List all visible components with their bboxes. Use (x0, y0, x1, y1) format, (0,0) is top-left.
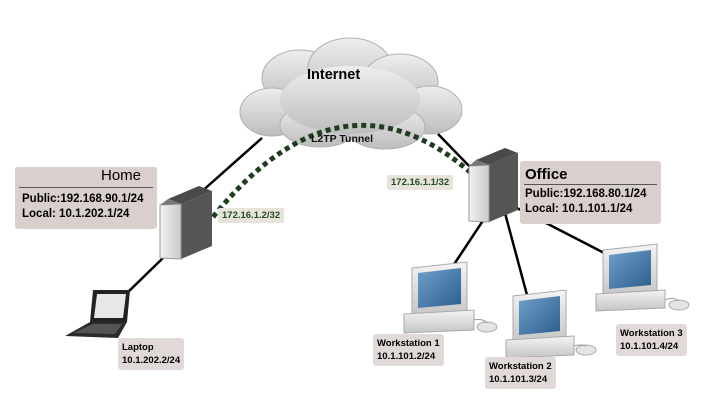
home-uplink-line (199, 137, 263, 194)
workstation-1-name: Workstation 1 (377, 338, 440, 349)
laptop-name: Laptop (122, 342, 154, 353)
office-tunnel-ip-tag: 172.16.1.1/32 (387, 175, 454, 190)
internet-cloud-icon (239, 37, 463, 150)
workstation-3-label: Workstation 3 10.1.101.4/24 (616, 324, 687, 356)
ws2-link-line (503, 212, 529, 296)
office-local-ip: Local: 10.1.101.1/24 (525, 203, 633, 215)
workstation-1-ip: 10.1.101.2/24 (377, 351, 436, 362)
office-divider (524, 184, 657, 185)
office-info-panel: Office Public:192.168.80.1/24 Local: 10.… (520, 161, 661, 224)
workstation-2-label: Workstation 2 10.1.101.3/24 (485, 357, 556, 389)
office-public-ip: Public:192.168.80.1/24 (525, 188, 647, 200)
tunnel-label: L2TP Tunnel (311, 133, 374, 145)
home-public-ip: Public:192.168.90.1/24 (22, 193, 144, 205)
home-title: Home (101, 167, 142, 184)
workstation-3-name: Workstation 3 (620, 328, 683, 339)
workstation-1-label: Workstation 1 10.1.101.2/24 (373, 334, 444, 366)
laptop-icon (65, 290, 130, 338)
laptop-link-line (124, 257, 164, 296)
workstation-2-icon (505, 289, 597, 359)
workstation-1-icon (403, 261, 498, 334)
workstation-3-icon (595, 243, 690, 312)
workstation-3-ip: 10.1.101.4/24 (620, 341, 679, 352)
office-router-icon (468, 148, 518, 223)
workstation-2-ip: 10.1.101.3/24 (489, 374, 548, 385)
internet-label: Internet (307, 67, 361, 83)
workstation-2-name: Workstation 2 (489, 361, 552, 372)
laptop-label: Laptop 10.1.202.2/24 (118, 338, 185, 370)
office-title: Office (525, 166, 568, 183)
home-tunnel-ip-tag: 172.16.1.2/32 (218, 208, 285, 223)
l2tp-tunnel-path (211, 122, 472, 219)
home-local-ip: Local: 10.1.202.1/24 (22, 208, 130, 220)
home-divider (19, 187, 153, 188)
laptop-ip: 10.1.202.2/24 (122, 355, 181, 366)
home-info-panel: Home Public:192.168.90.1/24 Local: 10.1.… (15, 167, 157, 229)
office-uplink-line (437, 133, 472, 169)
home-router-icon (159, 186, 212, 260)
